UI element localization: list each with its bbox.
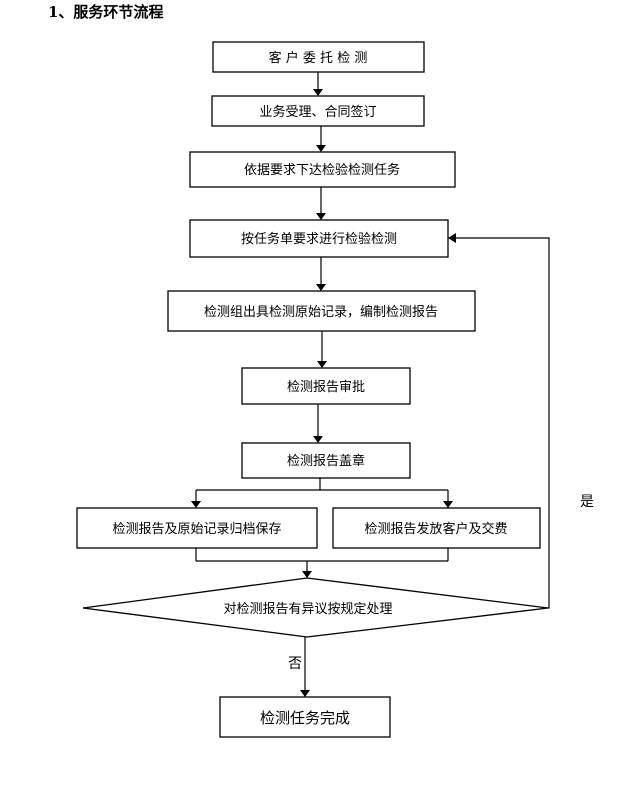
end-label: 检测任务完成 [260, 709, 350, 727]
step-label-perform-test: 按任务单要求进行检验检测 [241, 231, 397, 247]
step-box-issue-task [189, 151, 456, 188]
step-label-archive: 检测报告及原始记录归档保存 [112, 522, 281, 537]
arrowhead-merge [302, 571, 312, 578]
step-label-compile-report: 检测组出具检测原始记录，编制检测报告 [204, 305, 438, 320]
step-box-approve-report [241, 367, 411, 405]
arrowhead-1 [313, 89, 323, 96]
step-box-compile-report [167, 290, 476, 332]
section-title: 1、服务环节流程 [48, 3, 164, 21]
arrowhead-6 [313, 436, 323, 443]
step-box-perform-test [189, 219, 449, 258]
arrowhead-split-right [443, 501, 453, 508]
step-label-issue-task: 依据要求下达检验检测任务 [244, 162, 400, 178]
arrowhead-2 [316, 145, 326, 152]
end-box [219, 696, 391, 738]
arrowhead-5 [317, 361, 327, 368]
step-label-deliver: 检测报告发放客户及交费 [364, 521, 507, 537]
arrowhead-split-left [191, 501, 201, 508]
arrowhead-yes [448, 233, 456, 243]
step-box-archive [76, 507, 318, 549]
step-box-accept-contract [211, 95, 425, 127]
step-box-deliver [332, 507, 541, 549]
step-label-stamp-report: 检测报告盖章 [287, 453, 365, 469]
yes-loop-connector [455, 237, 550, 609]
yes-label: 是 [580, 494, 594, 510]
decision-label: 对检测报告有异议按规定处理 [223, 602, 392, 617]
step-label-accept-contract: 业务受理、合同签订 [259, 104, 376, 120]
no-label: 否 [288, 656, 302, 672]
step-label-approve-report: 检测报告审批 [287, 380, 365, 395]
step-label-client-request: 客 户 委 托 检 测 [269, 50, 368, 66]
arrowhead-4 [316, 284, 326, 291]
step-box-client-request [212, 41, 425, 73]
arrowhead-3 [316, 213, 326, 220]
arrowhead-no [300, 690, 310, 697]
step-box-stamp-report [241, 442, 411, 479]
